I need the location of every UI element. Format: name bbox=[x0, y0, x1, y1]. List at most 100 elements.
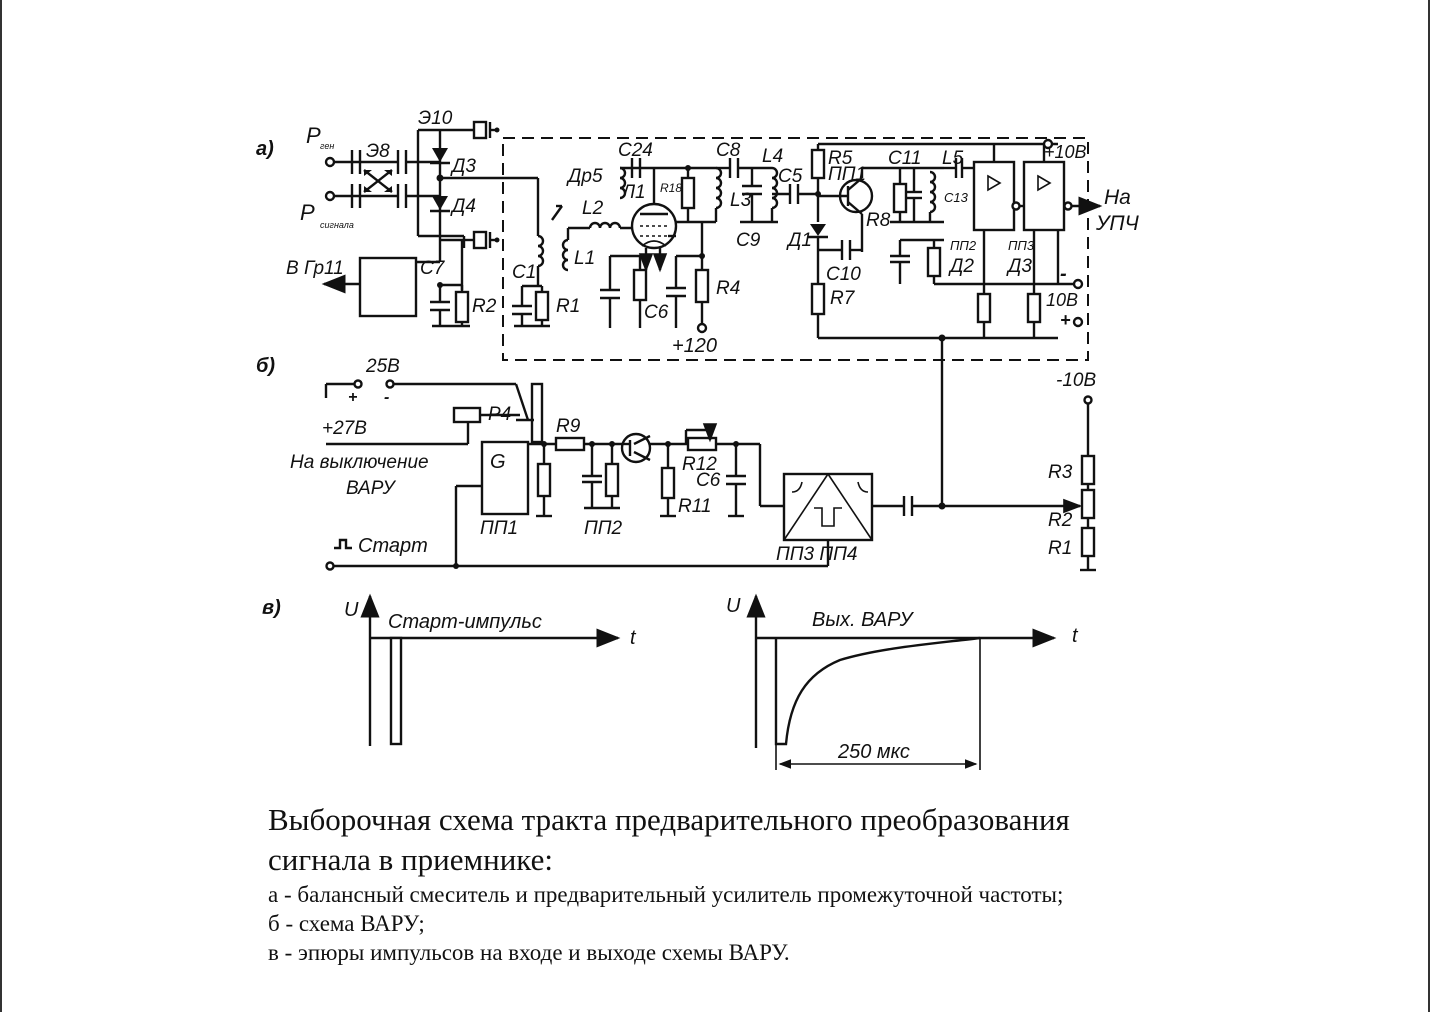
relay-p4-contact bbox=[530, 382, 544, 444]
schematic-label: U bbox=[726, 595, 741, 617]
hybrid-junction-e8 bbox=[363, 169, 393, 193]
schematic-label: L1 bbox=[574, 248, 595, 269]
schematic-label: U bbox=[344, 599, 359, 621]
schematic-label: R7 bbox=[830, 288, 856, 309]
resistor-pp2-load bbox=[976, 292, 992, 324]
schematic-label: С6 bbox=[696, 470, 721, 491]
resistor-r4 bbox=[694, 268, 710, 304]
panel-a: а) P ген P сигнала Э8 bbox=[256, 108, 1140, 361]
schematic-label: Д2 bbox=[948, 256, 974, 277]
schematic-label: б) bbox=[256, 355, 275, 377]
coil-l5-tank bbox=[929, 170, 937, 214]
caption-item-b: б - схема ВАРУ; bbox=[268, 911, 425, 936]
resistor-r7 bbox=[810, 282, 826, 316]
schematic-label: 10В bbox=[1046, 290, 1078, 310]
schematic-label: С5 bbox=[778, 166, 803, 187]
panel-c: в) U t Старт-импульс U t Вых. ВАРУ 250 м… bbox=[262, 593, 1079, 770]
resistor-r5 bbox=[810, 148, 826, 180]
schematic-label: С24 bbox=[618, 140, 653, 161]
schematic-label: 250 мкс bbox=[837, 741, 910, 763]
resistor-r9 bbox=[554, 436, 586, 452]
schematic-label: Старт-импульс bbox=[388, 611, 542, 633]
shaper-pp3-pp4-block bbox=[782, 472, 874, 542]
panel-b: б) 25В + - +27В Р4 На выключение ВАРУ G … bbox=[256, 334, 1096, 572]
caption-item-a: а - балансный смеситель и предварительны… bbox=[268, 882, 1064, 907]
coil-l4 bbox=[771, 166, 779, 210]
schematic-label: R18 bbox=[660, 181, 682, 195]
coil-l2 bbox=[588, 221, 622, 229]
schematic-label: R3 bbox=[1048, 462, 1073, 483]
schematic-label: R2 bbox=[1048, 510, 1073, 531]
caption-item-c: в - эпюры импульсов на входе и выходе сх… bbox=[268, 940, 790, 965]
amplifier-pp3-block bbox=[1022, 160, 1066, 232]
schematic-label: Э8 bbox=[366, 141, 390, 162]
coil-l1-secondary bbox=[561, 238, 569, 272]
schematic-label: -10В bbox=[1056, 370, 1096, 391]
schematic-label: R8 bbox=[866, 210, 891, 231]
schematic-label: ПП2 bbox=[950, 238, 977, 253]
schematic-label: Д4 bbox=[450, 196, 476, 217]
diode-d1-symbol bbox=[810, 224, 826, 236]
varu-output-waveform bbox=[774, 636, 981, 746]
gr11-block bbox=[358, 256, 418, 318]
schematic-label: С10 bbox=[826, 264, 861, 285]
schematic-label: - bbox=[384, 389, 389, 406]
diode-d4-symbol bbox=[432, 196, 448, 210]
schematic-label: ген bbox=[320, 141, 334, 151]
resistor-pp2-bias bbox=[926, 246, 942, 278]
schematic-label: R12 bbox=[682, 454, 717, 475]
minus10v-terminal bbox=[1072, 278, 1084, 290]
schematic-label: t bbox=[1072, 625, 1079, 647]
schematic-label: L3 bbox=[730, 190, 752, 211]
pgen-terminal bbox=[324, 156, 336, 168]
ground10v-terminal bbox=[1072, 316, 1084, 328]
schematic-label: Старт bbox=[358, 535, 428, 557]
schematic-label: С13 bbox=[944, 190, 969, 205]
schematic-label: в) bbox=[262, 597, 281, 619]
schematic-label: С9 bbox=[736, 230, 761, 251]
e10-top-element bbox=[472, 120, 488, 140]
caption-title-line-1: Выборочная схема тракта предварительного… bbox=[268, 802, 1070, 837]
resistor-r18 bbox=[680, 176, 696, 210]
schematic-label: сигнала bbox=[320, 220, 354, 230]
choke-dr5 bbox=[619, 166, 627, 200]
amplifier-enclosure bbox=[502, 137, 1089, 361]
schematic-label: Э10 bbox=[418, 108, 453, 129]
schematic-label: + bbox=[348, 389, 357, 406]
relay-p4-coil bbox=[452, 406, 482, 424]
schematic-label: R2 bbox=[472, 296, 497, 317]
schematic-label: На выключение bbox=[290, 452, 429, 473]
schematic-label: R5 bbox=[828, 148, 853, 169]
schematic-label: В Гр11 bbox=[286, 258, 344, 279]
schematic-label: L5 bbox=[942, 148, 964, 169]
coil-l3-primary bbox=[715, 166, 723, 210]
diode-d3-symbol bbox=[432, 148, 448, 162]
right-frame-line bbox=[1428, 0, 1430, 1012]
schematic-label: ПП3 bbox=[1008, 238, 1035, 253]
plus120-terminal bbox=[696, 322, 708, 334]
schematic-label: + bbox=[1060, 310, 1071, 330]
resistor-r2-a bbox=[454, 290, 470, 324]
potentiometer-r12 bbox=[686, 436, 718, 452]
schematic-label: +10В bbox=[1044, 142, 1087, 162]
schematic-label: УПЧ bbox=[1095, 212, 1140, 235]
schematic-label: Вых. ВАРУ bbox=[812, 609, 915, 631]
schematic-label: Др5 bbox=[566, 166, 603, 187]
schematic-label: ВАРУ bbox=[346, 478, 397, 499]
schematic-label: +120 bbox=[672, 335, 717, 357]
coil-l1-primary bbox=[537, 234, 545, 268]
schematic-label: R4 bbox=[716, 278, 740, 299]
schematic-label: Д3 bbox=[450, 156, 476, 177]
figure-caption: Выборочная схема тракта предварительного… bbox=[268, 800, 1268, 967]
schematic-label: +27В bbox=[322, 418, 367, 439]
schematic-label: ПП1 bbox=[480, 518, 518, 539]
schematic-label: ПП1 bbox=[828, 164, 866, 185]
schematic-label: G bbox=[490, 451, 506, 473]
schematic-label: На bbox=[1104, 186, 1131, 209]
e10-bottom-element bbox=[472, 230, 488, 250]
schematic-label: С11 bbox=[888, 148, 921, 169]
schematic-label: С8 bbox=[716, 140, 741, 161]
schematic-label: 25В bbox=[365, 356, 400, 377]
schematic-label: С6 bbox=[644, 302, 669, 323]
